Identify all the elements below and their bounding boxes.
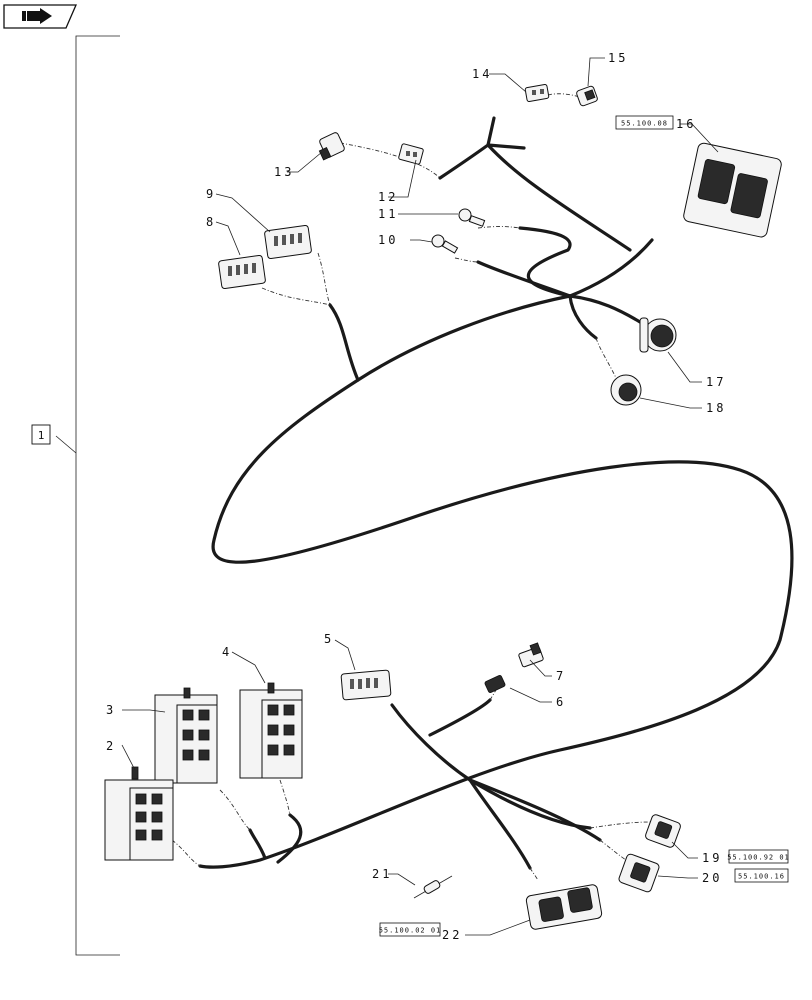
- fuse-block-4: [239, 682, 303, 779]
- leader-lines: [121, 57, 719, 936]
- callout-4: 4: [222, 645, 232, 659]
- reference-20: 55.100.16: [738, 873, 785, 881]
- callout-18: 18: [706, 401, 726, 415]
- callout-9: 9: [206, 187, 216, 201]
- fuse-block-2: [104, 766, 174, 861]
- ring-terminal-10: [431, 234, 459, 254]
- connector-13: [318, 132, 345, 161]
- callout-15: 15: [608, 51, 628, 65]
- connector-17: [639, 317, 677, 353]
- callout-8: 8: [206, 215, 216, 229]
- connector-22: [525, 884, 603, 930]
- callout-7: 7: [556, 669, 566, 683]
- fuse-block-3: [154, 687, 218, 784]
- arrow-icon: [22, 8, 52, 24]
- reference-box-22[interactable]: 55.100.02 01: [379, 922, 442, 937]
- connector-8: [218, 254, 266, 290]
- callout-2: 2: [106, 739, 116, 753]
- connector-19: [645, 814, 681, 848]
- callout-21: 21: [372, 867, 392, 881]
- callout-5: 5: [324, 632, 334, 646]
- reference-19: 55.100.92 01: [727, 854, 790, 862]
- callout-16: 16: [676, 117, 696, 131]
- reference-box-20[interactable]: 55.100.16: [734, 868, 789, 883]
- callout-19: 19: [702, 851, 722, 865]
- connector-12: [398, 143, 424, 165]
- connector-9: [264, 224, 312, 260]
- reference-16: 55.100.08: [621, 120, 668, 128]
- reference-box-19[interactable]: 55.100.92 01: [727, 849, 790, 864]
- callout-13: 13: [274, 165, 294, 179]
- callout-12: 12: [378, 190, 398, 204]
- reference-22: 55.100.02 01: [379, 927, 442, 935]
- connector-7: [518, 642, 544, 668]
- connector-18: [610, 374, 642, 406]
- callout-11: 11: [378, 207, 398, 221]
- callout-6: 6: [556, 695, 566, 709]
- callout-3: 3: [106, 703, 116, 717]
- connector-20: [618, 853, 660, 893]
- connector-15: [576, 85, 598, 107]
- callout-17: 17: [706, 375, 726, 389]
- assembly-label: 1: [38, 429, 45, 442]
- diode-21: [413, 875, 453, 899]
- callout-10: 10: [378, 233, 398, 247]
- callout-22: 22: [442, 928, 462, 942]
- connector-16: [683, 142, 782, 238]
- ring-terminal-11: [458, 208, 486, 227]
- dashed-connections: [171, 93, 651, 881]
- connector-6: [484, 675, 506, 693]
- harness-wires: [198, 116, 794, 870]
- callout-20: 20: [702, 871, 722, 885]
- callout-14: 14: [472, 67, 492, 81]
- connector-5: [340, 669, 392, 701]
- assembly-bracket: 1: [31, 35, 120, 956]
- connector-14: [524, 84, 550, 102]
- reference-box-16[interactable]: 55.100.08: [615, 115, 674, 130]
- callouts: 2 3 4 5 6 7 8 9 10 11 12 13 14 15 16 17 …: [106, 51, 726, 942]
- nav-back-button[interactable]: [3, 4, 77, 29]
